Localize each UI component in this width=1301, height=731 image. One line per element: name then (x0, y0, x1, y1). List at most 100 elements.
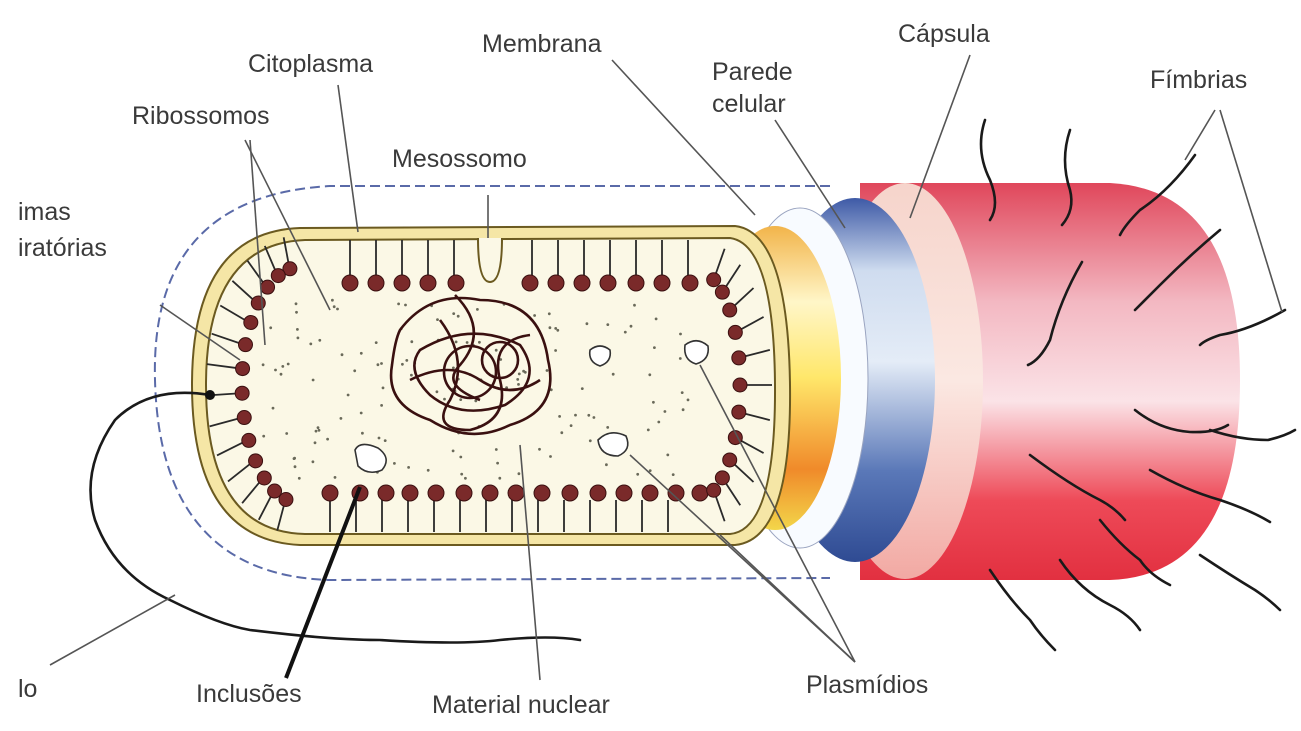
granule (546, 369, 549, 372)
granule (549, 326, 552, 329)
granule (312, 379, 315, 382)
label-fimbrias: Fímbrias (1150, 66, 1247, 94)
ribosome (257, 471, 271, 485)
mesosome (478, 238, 502, 282)
label-capsula: Cápsula (898, 20, 990, 48)
label-citoplasma: Citoplasma (248, 50, 373, 78)
granule (334, 476, 337, 479)
granule (452, 312, 455, 315)
granule (410, 340, 413, 343)
granule (657, 421, 660, 424)
ribosome (728, 325, 742, 339)
granule (589, 439, 592, 442)
ribosome (682, 275, 698, 291)
granule (272, 407, 275, 410)
granule (443, 398, 446, 401)
granule (624, 331, 627, 334)
granule (382, 387, 385, 390)
ribosome (237, 411, 251, 425)
ribosome (378, 485, 394, 501)
granule (560, 431, 563, 434)
granule (655, 318, 658, 321)
granule (459, 456, 462, 459)
ribosome (715, 471, 729, 485)
granule (427, 469, 430, 472)
granule (315, 430, 318, 433)
granule (341, 353, 344, 356)
ribosome (235, 386, 249, 400)
granule (375, 341, 378, 344)
granule (574, 414, 577, 417)
ribosome (322, 485, 338, 501)
ribosome (733, 378, 747, 392)
label-membrana: Membrana (482, 30, 602, 58)
granule (687, 399, 690, 402)
granule (647, 429, 650, 432)
ribosome (707, 273, 721, 287)
ribosome (562, 485, 578, 501)
granule (498, 477, 501, 480)
ribosome (261, 280, 275, 294)
ribosome (249, 454, 263, 468)
label-ribossomos: Ribossomos (132, 102, 270, 130)
granule (340, 417, 343, 420)
ribosome (715, 285, 729, 299)
granule (466, 341, 469, 344)
granule (476, 308, 479, 311)
granule (636, 473, 639, 476)
granule (586, 322, 589, 325)
ribosome (428, 485, 444, 501)
ribosome (548, 275, 564, 291)
granule (333, 305, 336, 308)
granule (318, 429, 321, 432)
ribosome (732, 351, 746, 365)
granule (495, 448, 498, 451)
granule (452, 450, 455, 453)
ribosome (707, 483, 721, 497)
granule (459, 398, 462, 401)
granule (556, 329, 559, 332)
granule (460, 473, 463, 476)
granule (296, 328, 299, 331)
ribosome (279, 492, 293, 506)
granule (581, 387, 584, 390)
label-mesossomo: Mesossomo (392, 145, 527, 173)
granule (361, 432, 364, 435)
ribosome (616, 485, 632, 501)
granule (401, 363, 404, 366)
ribosome (342, 275, 358, 291)
granule (606, 426, 609, 429)
ribosome (600, 275, 616, 291)
granule (404, 304, 407, 307)
granule (298, 477, 301, 480)
granule (407, 466, 410, 469)
granule (455, 341, 458, 344)
granule (397, 303, 400, 306)
granule (269, 326, 272, 329)
granule (587, 414, 590, 417)
granule (294, 465, 297, 468)
granule (605, 463, 608, 466)
label-lamelas-line2: iratórias (18, 234, 107, 262)
granule (377, 363, 380, 366)
ribosome (628, 275, 644, 291)
granule (648, 373, 651, 376)
ribosome (456, 485, 472, 501)
granule (672, 473, 675, 476)
granule (378, 437, 381, 440)
granule (518, 373, 521, 376)
granule (593, 416, 596, 419)
granule (653, 346, 656, 349)
granule (652, 401, 655, 404)
granule (262, 435, 265, 438)
granule (317, 426, 320, 429)
granule (360, 352, 363, 355)
ribosome (534, 485, 550, 501)
label-parede-line2: celular (712, 90, 786, 118)
granule (405, 359, 408, 362)
granule (518, 472, 521, 475)
granule (517, 383, 520, 386)
ribosome (244, 315, 258, 329)
ribosome (402, 485, 418, 501)
label-inclusoes: Inclusões (196, 680, 302, 708)
